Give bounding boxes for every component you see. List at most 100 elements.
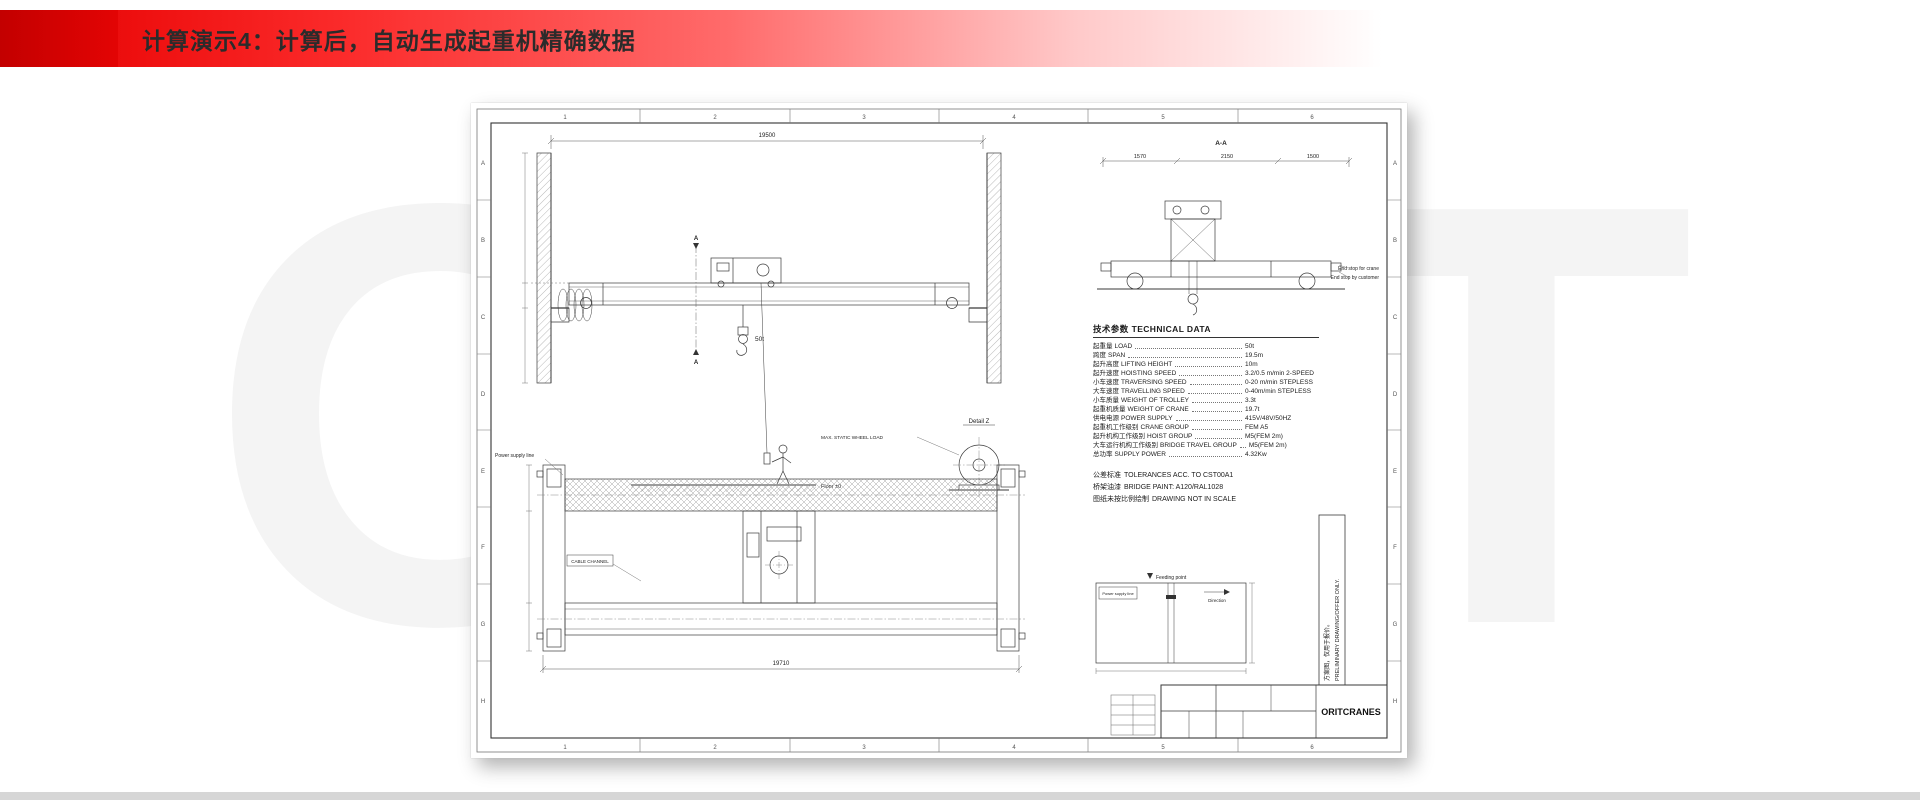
tech-row-zh: 起升高度 [1093, 361, 1119, 368]
tech-row-value: 0-40m/min STEPLESS [1245, 388, 1312, 395]
leader-dots [1168, 456, 1242, 457]
tech-row-value: 3.3t [1245, 397, 1256, 404]
plan-power-supply-label: Power supply line [495, 453, 534, 459]
left-dimension-chain [522, 152, 569, 384]
leader-dots [1191, 411, 1242, 412]
tech-row-value: M5(FEM 2m) [1248, 442, 1287, 449]
grid-col-label: 1 [563, 745, 567, 751]
grid-row-label: G [1393, 622, 1398, 628]
grid-row-label: D [481, 392, 486, 398]
end-stop-crane-label: End stop for crane [1338, 266, 1379, 272]
left-wall [536, 152, 552, 384]
end-truck-wheel [946, 297, 958, 309]
leader-dots [1175, 366, 1242, 367]
buffer [1100, 262, 1112, 272]
note-en: DRAWING NOT IN SCALE [1152, 496, 1237, 503]
tech-row-en: TRAVELLING SPEED [1121, 388, 1185, 395]
leader-dots [1128, 357, 1242, 358]
plan-trolley [742, 510, 816, 604]
slide-title: 计算演示4：计算后，自动生成起重机精确数据 [142, 27, 636, 54]
note-en: TOLERANCES ACC. TO CST00A1 [1124, 472, 1234, 479]
plan-end-carriages [536, 464, 1026, 652]
pendant-control [760, 282, 771, 465]
grid-col-label: 2 [713, 115, 717, 121]
cable-channel-label: CABLE CHANNEL [571, 559, 609, 564]
tech-row-value: 415V/48V/50HZ [1245, 415, 1292, 422]
buffer [1330, 262, 1342, 272]
grid-col-label: 6 [1310, 745, 1314, 751]
note-zh: 公差标准 [1093, 472, 1121, 479]
tech-row-value: 0-20 m/min STEPLESS [1245, 379, 1313, 386]
tech-row-en: SPAN [1108, 352, 1126, 359]
drawing-frame: 1 2 3 4 5 6 1 2 3 4 5 6 A B C [476, 108, 1402, 753]
elevation-view: 19500 [522, 133, 1002, 492]
cable-channel-callout: CABLE CHANNEL [566, 554, 642, 582]
grid-col-label: 4 [1012, 745, 1016, 751]
end-stop-customer-label: End stop by customer [1331, 275, 1380, 281]
girder-cross-section [1164, 200, 1222, 316]
tech-row-en: WEIGHT OF TROLLEY [1121, 397, 1190, 404]
tech-row-en: HOIST GROUP [1147, 433, 1193, 440]
hook-capacity-label: 50t [755, 336, 764, 343]
bottom-divider [0, 792, 1920, 800]
grid-col-label: 1 [563, 115, 567, 121]
grid-col-label: 2 [713, 745, 717, 751]
section-marker-label: A [694, 360, 699, 366]
leader-dots [1187, 393, 1242, 394]
feeding-power-supply-callout: Power supply line [1098, 586, 1138, 600]
grid-row-label: C [481, 315, 486, 321]
tech-row-en: LOAD [1114, 343, 1133, 350]
tech-row-en: LIFTING HEIGHT [1121, 361, 1173, 368]
end-carriage [1097, 260, 1345, 290]
tech-row-zh: 起升机构工作级别 [1093, 433, 1145, 440]
tech-row-zh: 大车速度 [1093, 388, 1119, 395]
note-en: BRIDGE PAINT: A120/RAL1028 [1124, 484, 1224, 491]
grid-col-label: 3 [862, 115, 866, 121]
section-dim-label: 2150 [1221, 154, 1233, 160]
tech-row-zh: 供电电源 [1093, 415, 1119, 422]
tech-row-zh: 跨度 [1093, 352, 1106, 359]
grid-col-label: 4 [1012, 115, 1016, 121]
trolley [710, 257, 782, 288]
tech-row-value: 19.5m [1245, 352, 1264, 359]
company-logo: ORITCRANES [1321, 707, 1381, 717]
feeding-power-supply-label: Power supply line [1102, 591, 1134, 596]
grid-row-label: D [1393, 392, 1398, 398]
plan-overall-dim-label: 19710 [773, 661, 790, 667]
span-dimension [547, 135, 987, 149]
section-title: A-A [1215, 140, 1227, 147]
tech-row-value: 4.32Kw [1245, 451, 1267, 458]
tech-row-value: M5(FEM 2m) [1245, 433, 1283, 440]
section-dimension-chain [1099, 157, 1353, 167]
grid-row-label: F [1393, 545, 1397, 551]
detail-z-label: Detail Z [969, 419, 990, 425]
technical-data-title-zh: 技术参数 [1093, 324, 1129, 334]
section-cut-marker: A A [693, 236, 699, 366]
span-dimension-label: 19500 [759, 133, 776, 139]
feeding-diagram: Feeding point Power supply line Directio… [1095, 573, 1255, 674]
grid-col-label: 5 [1161, 115, 1165, 121]
tech-row-zh: 大车运行机构工作级别 [1093, 442, 1158, 449]
leader-dots [1192, 402, 1242, 403]
grid-row-label: F [481, 545, 485, 551]
leader-dots [1175, 420, 1242, 421]
operator-figure [771, 444, 792, 485]
tech-row-zh: 起升速度 [1093, 370, 1119, 377]
tech-row-value: 50t [1245, 343, 1255, 350]
feeding-dimensions [1095, 582, 1255, 674]
grid-col-label: 3 [862, 745, 866, 751]
right-wall [986, 152, 1002, 384]
tech-row-zh: 起重机工作级别 [1093, 424, 1139, 431]
disclaimer-en: PRELIMINARY DRAWING/OFFER ONLY. [1335, 578, 1341, 681]
